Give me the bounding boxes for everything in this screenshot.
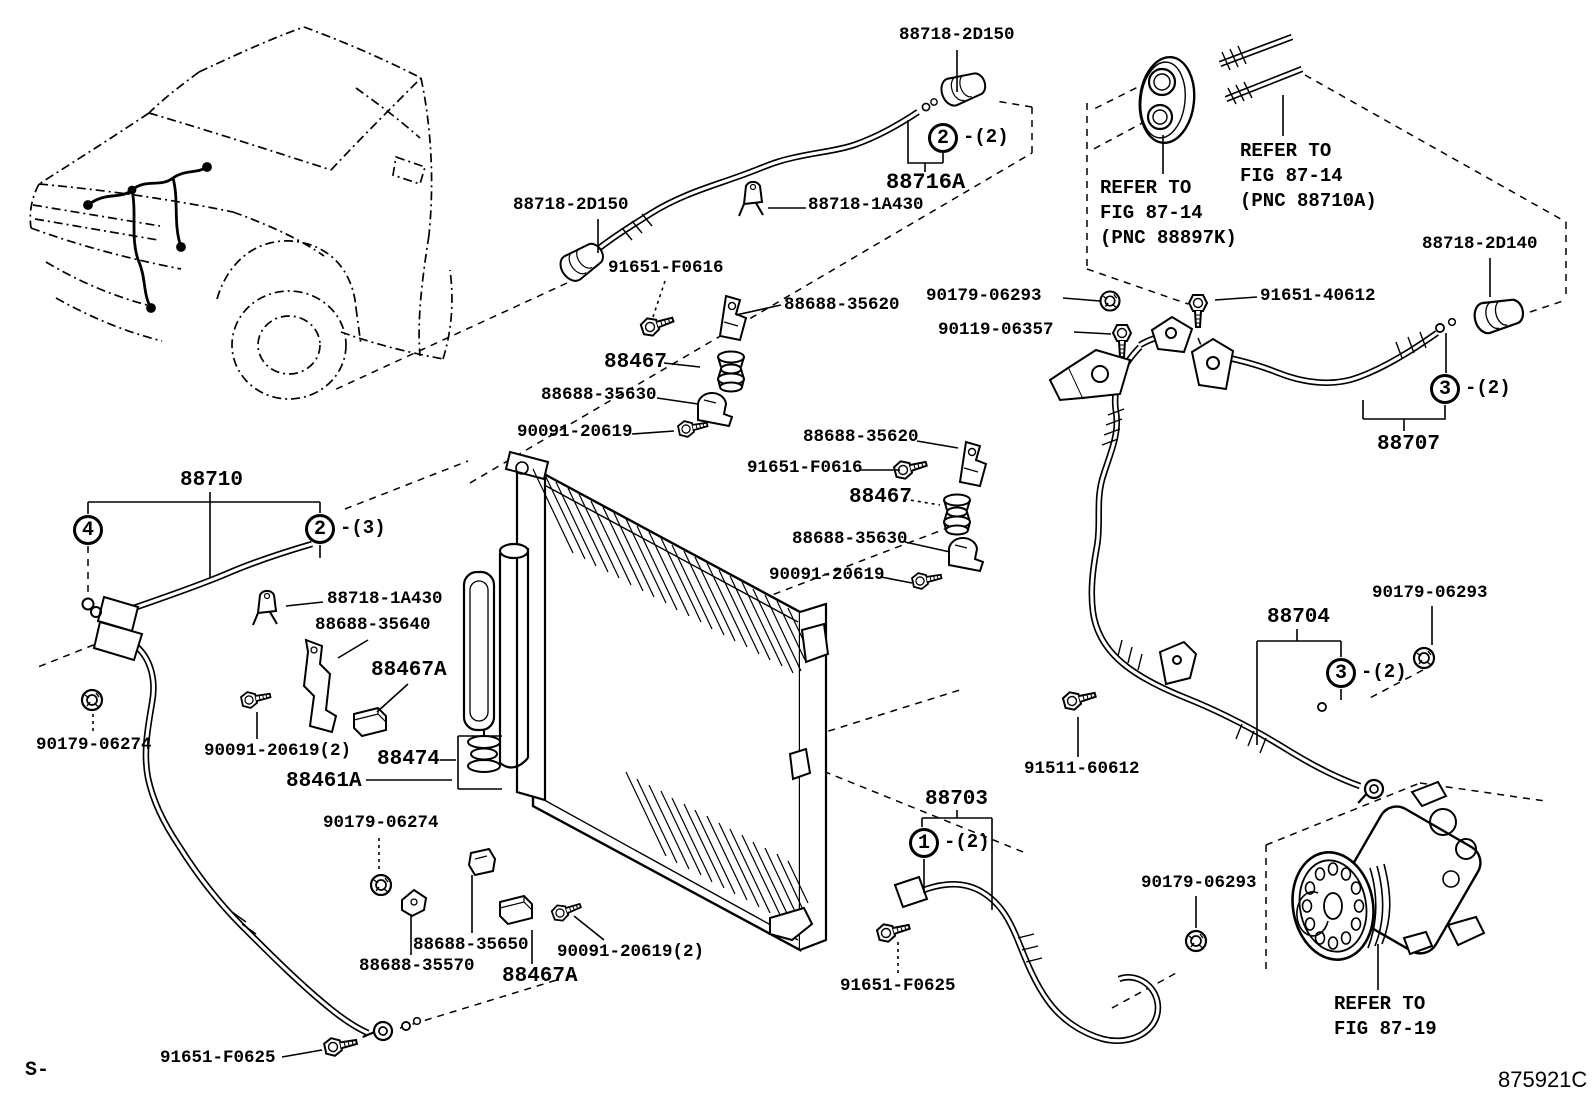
part-label-88718-2d140: 88718-2D140 (1422, 234, 1538, 254)
part-label-88718-2d150-top: 88718-2D150 (899, 25, 1015, 45)
part-label-88461a: 88461A (286, 770, 362, 793)
part-label-sheet-code: S- (25, 1059, 50, 1082)
part-label-88467-1: 88467 (604, 351, 668, 374)
part-label-88707: 88707 (1377, 433, 1441, 456)
note-line: (PNC 88897K) (1100, 227, 1237, 249)
leader-lines (81, 50, 1491, 1058)
part-label-91511-60612: 91511-60612 (1024, 759, 1140, 779)
part-label-88474: 88474 (377, 748, 441, 771)
part-label-91651-40612: 91651-40612 (1260, 286, 1376, 306)
part-label-88718-2d150-left: 88718-2D150 (513, 195, 629, 215)
compressor-drawing (1291, 780, 1486, 961)
note-line: FIG 87-19 (1334, 1018, 1437, 1040)
part-label-90119-06357: 90119-06357 (938, 320, 1054, 340)
callout-number-2: 2 (928, 123, 958, 153)
callout-quantity-suffix: -(2) (1465, 377, 1511, 399)
part-label-90091-20619-x2-2: 90091-20619(2) (557, 942, 705, 962)
callout-quantity-suffix: -(2) (1361, 661, 1407, 683)
part-label-88704: 88704 (1267, 606, 1331, 629)
callout-number-3: 3 (1326, 658, 1356, 688)
note-refer-fig-87-14-pnc-88897k: REFER TO FIG 87-14 (PNC 88897K) (1100, 176, 1237, 251)
part-label-88467-2: 88467 (849, 486, 913, 509)
note-line: REFER TO (1240, 140, 1332, 162)
part-label-88467a-2: 88467A (502, 965, 578, 988)
part-label-88688-35620-1: 88688-35620 (784, 295, 900, 315)
part-label-88716a: 88716A (886, 170, 966, 195)
part-label-88718-1a430-left: 88718-1A430 (327, 589, 443, 609)
condenser-drawing (457, 450, 830, 953)
part-label-88688-35620-2: 88688-35620 (803, 427, 919, 447)
part-label-88710: 88710 (180, 469, 244, 492)
part-label-88688-35640: 88688-35640 (315, 615, 431, 635)
note-refer-fig-87-19: REFER TO FIG 87-19 (1334, 992, 1437, 1042)
callout-quantity-suffix: -(3) (340, 517, 386, 539)
callout-quantity-suffix: -(2) (963, 126, 1009, 148)
part-label-91651-f0616-2: 91651-F0616 (747, 458, 863, 478)
callout-number-4: 4 (73, 515, 103, 545)
note-line: (PNC 88710A) (1240, 190, 1377, 212)
grommet-drawing (1138, 55, 1196, 145)
part-label-90179-06274-2: 90179-06274 (323, 813, 439, 833)
callout-quantity-suffix: -(2) (944, 831, 990, 853)
part-label-88718-1a430-top: 88718-1A430 (808, 195, 924, 215)
part-label-90091-20619-x2-1: 90091-20619(2) (204, 741, 352, 761)
part-label-90179-06293-2: 90179-06293 (1141, 873, 1257, 893)
part-label-88688-35630-2: 88688-35630 (792, 529, 908, 549)
callout-number-2: 2 (305, 514, 335, 544)
part-label-88688-35650: 88688-35650 (413, 935, 529, 955)
part-label-91651-f0616-1: 91651-F0616 (608, 258, 724, 278)
note-line: FIG 87-14 (1240, 165, 1343, 187)
note-refer-fig-87-14-pnc-88710a: REFER TO FIG 87-14 (PNC 88710A) (1240, 139, 1377, 214)
engine-harness-sketch (83, 162, 212, 313)
callout-number-1: 1 (909, 828, 939, 858)
note-line: REFER TO (1334, 993, 1426, 1015)
part-label-88467a-1: 88467A (371, 659, 447, 682)
part-label-90179-06293-1: 90179-06293 (926, 286, 1042, 306)
part-label-91651-f0625-1: 91651-F0625 (840, 976, 956, 996)
part-label-90091-20619-1: 90091-20619 (517, 422, 633, 442)
part-label-90179-06274-1: 90179-06274 (36, 735, 152, 755)
pipes-drawing (90, 33, 1439, 1044)
part-label-88688-35570: 88688-35570 (359, 956, 475, 976)
part-label-88688-35630-1: 88688-35630 (541, 385, 657, 405)
part-label-88703: 88703 (925, 788, 989, 811)
note-line: FIG 87-14 (1100, 202, 1203, 224)
part-label-90179-06293-3: 90179-06293 (1372, 583, 1488, 603)
vehicle-sketch (29, 26, 453, 400)
part-label-91651-f0625-2: 91651-F0625 (160, 1048, 276, 1068)
callout-number-3: 3 (1430, 374, 1460, 404)
part-label-90091-20619-2: 90091-20619 (769, 565, 885, 585)
part-label-drawing-number: 875921C (1498, 1067, 1588, 1092)
note-line: REFER TO (1100, 177, 1192, 199)
